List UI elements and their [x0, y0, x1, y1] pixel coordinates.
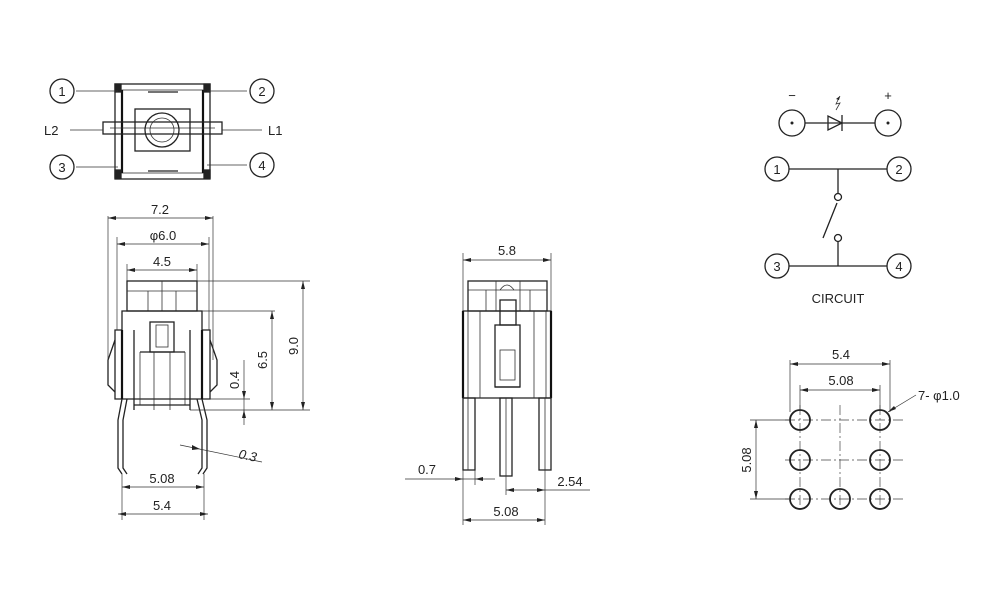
dim-phi-6-0: φ6.0 — [150, 228, 177, 243]
dim-5-8: 5.8 — [498, 243, 516, 258]
circuit-minus: − — [788, 88, 796, 103]
l2-label: L2 — [44, 123, 58, 138]
dim-5-08-side: 5.08 — [493, 504, 518, 519]
front-view: 7.2 φ6.0 4.5 9.0 6.5 0.4 0.3 5.08 5.4 — [107, 202, 310, 520]
dim-2-54: 2.54 — [557, 474, 582, 489]
pcb-dim-5-08-side: 5.08 — [739, 447, 754, 472]
side-view: 5.8 0.7 2.54 5.08 — [405, 243, 590, 525]
top-pin-4-label: 4 — [258, 158, 265, 173]
dim-4-5: 4.5 — [153, 254, 171, 269]
circuit-caption: CIRCUIT — [812, 291, 865, 306]
dim-7-2: 7.2 — [151, 202, 169, 217]
dim-0-7: 0.7 — [418, 462, 436, 477]
circuit-pin-2: 2 — [895, 162, 902, 177]
pcb-dim-5-08-top: 5.08 — [828, 373, 853, 388]
pcb-dim-hole: 7- φ1.0 — [918, 388, 960, 403]
pcb-hole-layout: 5.4 5.08 7- φ1.0 5.08 — [739, 347, 960, 512]
circuit-pin-1: 1 — [773, 162, 780, 177]
dim-9-0: 9.0 — [286, 337, 301, 355]
dim-0-4: 0.4 — [227, 371, 242, 389]
dim-0-3: 0.3 — [237, 446, 259, 465]
top-pin-1-label: 1 — [58, 84, 65, 99]
circuit-pin-4: 4 — [895, 259, 902, 274]
top-pin-3-label: 3 — [58, 160, 65, 175]
circuit-diagram: − + 1 2 3 4 CIRCUIT — [764, 88, 912, 306]
dim-5-4-front: 5.4 — [153, 498, 171, 513]
circuit-plus: + — [884, 88, 892, 103]
top-pin-2-label: 2 — [258, 84, 265, 99]
top-view: 1 2 3 4 L2 L1 — [44, 78, 282, 180]
l1-label: L1 — [268, 123, 282, 138]
dim-6-5: 6.5 — [255, 351, 270, 369]
circuit-pin-3: 3 — [773, 259, 780, 274]
pcb-dim-5-4: 5.4 — [832, 347, 850, 362]
dim-5-08-front: 5.08 — [149, 471, 174, 486]
